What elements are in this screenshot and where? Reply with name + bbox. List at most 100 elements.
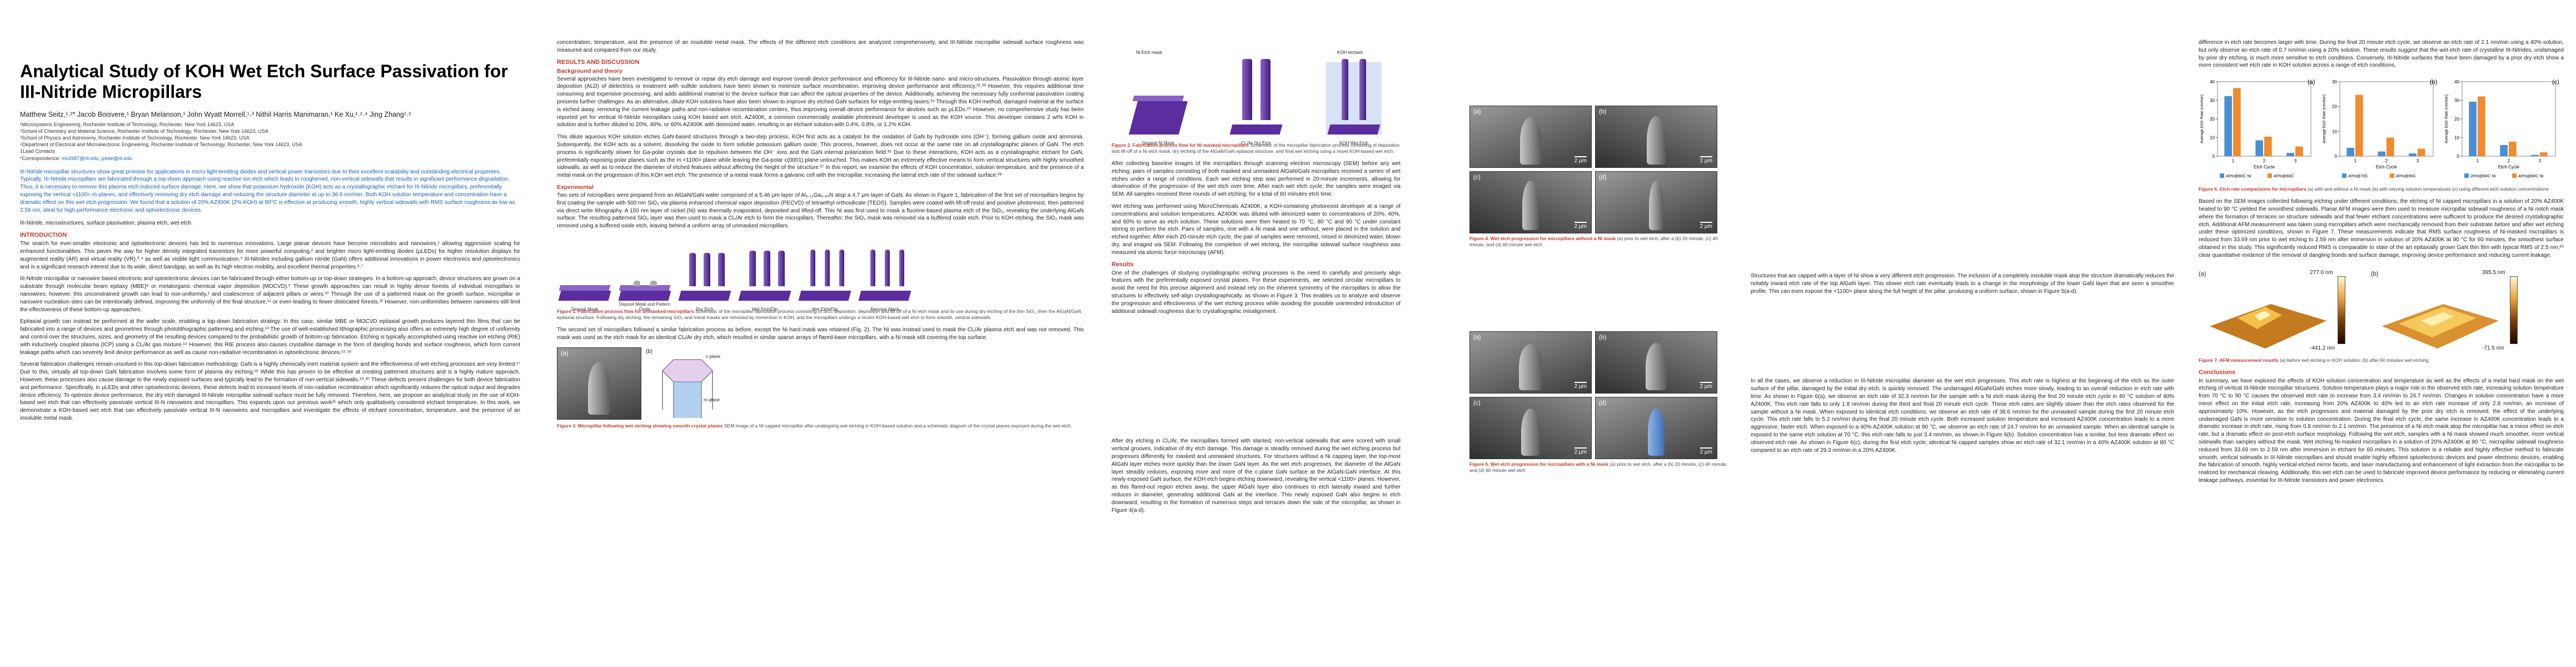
bar: [2224, 96, 2232, 157]
scale-bar: 2 μm: [1700, 382, 1712, 390]
panel-label: (a): [2308, 79, 2315, 86]
background-paragraph-2: This dilute aqueous KOH solution etches …: [557, 134, 1084, 179]
col3-paragraph-2: Wet etching was performed using MicroChe…: [1112, 203, 1401, 256]
keywords: III-Nitride, microstructures, surface pa…: [20, 220, 193, 227]
intro-paragraph-3: Epitaxial growth can instead be performe…: [20, 318, 520, 356]
panel-label: (b): [2430, 79, 2437, 86]
legend-label: 20%@80C Ni: [2470, 173, 2496, 178]
col3-paragraph-3: After dry etching in Cl₂/Ar, the micropi…: [1112, 438, 1401, 514]
figure-3-caption: Figure 3. Micropillar following wet etch…: [557, 423, 1084, 429]
background-heading: Background and theory: [557, 67, 622, 74]
micropillar: [1521, 409, 1540, 456]
affiliation-1: ¹Microsystems Engineering, Rochester Ins…: [20, 121, 235, 127]
fig4-panel-a: (a)2 μm: [1469, 106, 1592, 168]
figure-5-caption-title: Figure 5. Wet etch progression for micro…: [1469, 461, 1609, 467]
poster-title: Analytical Study of KOH Wet Etch Surface…: [20, 61, 508, 102]
figure-2-process-flow: Ni Etch mask Deposit Ni Mask Cl₂/Ar Dry …: [1112, 44, 1401, 146]
afm-surface-a: [2210, 303, 2326, 349]
affiliation-2: ²School of Chemistry and Material Scienc…: [20, 128, 268, 134]
column-4: Structures that are capped with a layer …: [1738, 0, 2186, 667]
x-tick-label: 2: [2385, 158, 2388, 163]
figure-6-caption: Figure 6. Etch rate comparisons for micr…: [2199, 186, 2564, 192]
correspondence-email-link[interactable]: ms3987@rit.edu, jzeee@rit.edu: [62, 155, 132, 161]
afm-a-min-label: -441.2 nm: [2310, 345, 2335, 351]
x-tick-label: 2: [2508, 158, 2510, 163]
column-5: difference in etch rate becomes larger w…: [2186, 0, 2576, 667]
figure-4-caption: Figure 4. Wet etch progression for micro…: [1469, 236, 1727, 248]
legend-label: 40%@70C: [2348, 173, 2369, 178]
afm-surface-b: [2382, 303, 2499, 349]
fig5-panel-d: (d)2 μm: [1595, 397, 1717, 460]
fig3-crystal-schematic: (b) m-plane c-plane: [646, 349, 729, 420]
y-tick-label: 20: [2332, 104, 2337, 109]
legend-label: 40%@80C Ni: [2226, 173, 2251, 178]
x-tick-label: 3: [2294, 158, 2297, 163]
panel-label: (c): [2552, 79, 2559, 86]
figure-4-caption-title: Figure 4. Wet etch progression for micro…: [1469, 236, 1616, 241]
bar: [2469, 102, 2477, 157]
experimental-paragraph-2: The second set of micropillars followed …: [557, 327, 1084, 341]
micropillar: [1519, 344, 1542, 391]
panel-label: (a): [1473, 334, 1481, 341]
micropillar: [1646, 343, 1667, 391]
legend-label: 40%@80C: [2274, 173, 2294, 178]
y-tick-label: 40: [2210, 79, 2215, 84]
fig1-step-3: Dry Etch: [677, 244, 733, 312]
correspondence: *Correspondence: ms3987@rit.edu, jzeee@r…: [20, 155, 520, 162]
figure-1-process-flow: Deposit Mask Deposit Metal and Pattern O…: [557, 236, 1084, 312]
figure-1-caption: Figure 1. Fabrication process flow for u…: [557, 308, 1084, 321]
legend-label: 40%@80C Ni: [2518, 173, 2544, 178]
figure-7-afm: (a) 277.0 nm -441.2 nm (b) 395.5 nm -71.…: [2199, 265, 2564, 354]
panel-label: (a): [561, 350, 569, 357]
y-tick-label: 30: [2332, 79, 2337, 84]
figure-3: (a) (b) m-plane c-plane: [557, 347, 1084, 420]
bar: [2540, 152, 2548, 157]
x-axis-label: Etch Cycle: [2254, 165, 2275, 170]
affiliation-4: ⁴Department of Electrical and Microelect…: [20, 142, 302, 148]
fig4-panel-d: (d)2 μm: [1595, 171, 1717, 233]
fig1-step-label: Remove Mask: [870, 306, 899, 312]
y-tick-label: 30: [2454, 98, 2459, 103]
column-1: Analytical Study of KOH Wet Etch Surface…: [0, 0, 540, 667]
bar: [2418, 148, 2425, 157]
fig4-panel-b: (b)2 μm: [1595, 106, 1717, 168]
micropillar: [588, 361, 610, 415]
author-list: Matthew Seitz,¹˒²* Jacob Boisvere,¹ Brya…: [20, 110, 411, 118]
fig1-step-4: Wet Etch/Dip: [737, 244, 793, 312]
afm-a-max-label: 277.0 nm: [2310, 269, 2333, 276]
afm-b-min-label: -71.5 nm: [2482, 345, 2504, 351]
figure-5-caption-text: (a) prior to wet etch, after a (b) 20 mi…: [1469, 461, 1727, 474]
conclusions-paragraph: In summary, we have explored the effects…: [2199, 377, 2564, 484]
micropillar: [1647, 116, 1666, 165]
col5-paragraph-2: Based on the SEM images collected follow…: [2199, 198, 2564, 258]
x-tick-label: 3: [2416, 158, 2419, 163]
scale-bar: 2 μm: [1574, 382, 1587, 390]
afm-b-max-label: 395.5 nm: [2482, 269, 2505, 276]
figure-5-caption: Figure 5. Wet etch progression for micro…: [1469, 461, 1727, 474]
afm-colorbar-a: [2338, 276, 2345, 344]
y-tick-label: 0: [2457, 154, 2460, 159]
bar: [2346, 148, 2354, 157]
col3-paragraph-1: After collecting baseline images of the …: [1112, 161, 1401, 198]
legend-swatch: [2512, 173, 2517, 178]
micropillar: [1522, 181, 1539, 230]
panel-label: (d): [1599, 174, 1607, 181]
bar: [2255, 140, 2263, 157]
bar: [2500, 145, 2508, 157]
x-axis-label: Etch Cycle: [2498, 165, 2520, 170]
fig1-step-6: Remove Mask: [857, 244, 913, 312]
col2-lead-paragraph: concentration, temperature, and the pres…: [557, 39, 1084, 53]
bar: [2478, 96, 2485, 157]
fig1-step-label: Wet Etch/Dip: [811, 306, 838, 312]
col4-figure-spacer: [1751, 300, 2174, 377]
y-tick-label: 10: [2454, 136, 2459, 141]
bar: [2378, 151, 2385, 157]
y-axis-label: Average Etch Rate (nm/min): [2445, 94, 2449, 143]
panel-label: (a): [2199, 270, 2206, 277]
fig2-step-label: KOH Wet Etch: [1339, 141, 1368, 146]
figure-5-sem-grid: (a)2 μm (b)2 μm (c)2 μm (d)2 μm: [1469, 331, 1727, 460]
col4-paragraph-1: Structures that are capped with a layer …: [1751, 273, 2174, 295]
micropillar: [1520, 117, 1541, 165]
fig2-step-label: Cl₂/Ar Dry Etch: [1241, 141, 1271, 146]
